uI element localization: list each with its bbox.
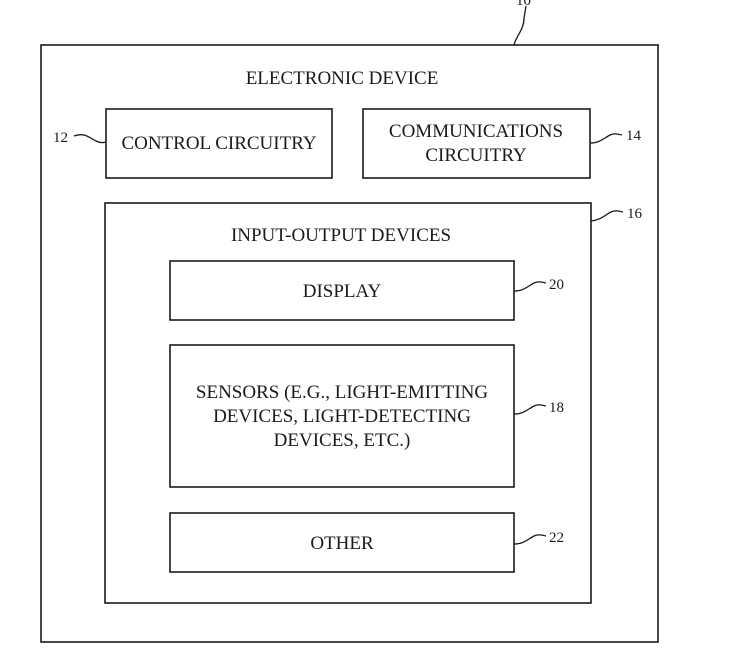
control-circuitry-box xyxy=(105,108,333,179)
communications-circuitry-ref: 14 xyxy=(626,128,642,144)
communications-label-line2: CIRCUITRY xyxy=(425,145,527,166)
display-box xyxy=(169,260,515,321)
sensors-label-line3: DEVICES, ETC.) xyxy=(274,430,411,451)
communications-label-line1: COMMUNICATIONS xyxy=(389,121,563,142)
sensors-block: SENSORS (E.G., LIGHT-EMITTING DEVICES, L… xyxy=(169,344,564,488)
sensors-leader xyxy=(513,404,547,415)
communications-circuitry-block: COMMUNICATIONS CIRCUITRY 14 xyxy=(362,108,642,179)
sensors-label-line1: SENSORS (E.G., LIGHT-EMITTING xyxy=(196,382,488,403)
sensors-label-line2: DEVICES, LIGHT-DETECTING xyxy=(213,406,471,427)
other-ref: 22 xyxy=(549,530,564,546)
other-box xyxy=(169,512,515,573)
input-output-devices-leader xyxy=(590,210,624,222)
communications-circuitry-leader xyxy=(589,133,623,144)
control-circuitry-leader xyxy=(73,134,107,144)
other-label: OTHER xyxy=(310,533,374,554)
display-ref: 20 xyxy=(549,277,564,293)
electronic-device-ref: 10 xyxy=(516,0,531,9)
control-circuitry-block: CONTROL CIRCUITRY 12 xyxy=(53,108,333,179)
input-output-devices-ref: 16 xyxy=(627,206,643,222)
other-block: OTHER 22 xyxy=(169,512,564,573)
other-leader xyxy=(513,534,547,545)
display-label: DISPLAY xyxy=(303,281,382,302)
control-circuitry-ref: 12 xyxy=(53,130,68,146)
sensors-box xyxy=(169,344,515,488)
sensors-ref: 18 xyxy=(549,400,564,416)
display-leader xyxy=(513,281,547,292)
input-output-devices-title: INPUT-OUTPUT DEVICES xyxy=(231,225,451,246)
electronic-device-title: ELECTRONIC DEVICE xyxy=(246,68,439,89)
communications-circuitry-box xyxy=(362,108,591,179)
control-circuitry-label: CONTROL CIRCUITRY xyxy=(121,133,316,154)
display-block: DISPLAY 20 xyxy=(169,260,564,321)
electronic-device-leader xyxy=(513,5,527,46)
